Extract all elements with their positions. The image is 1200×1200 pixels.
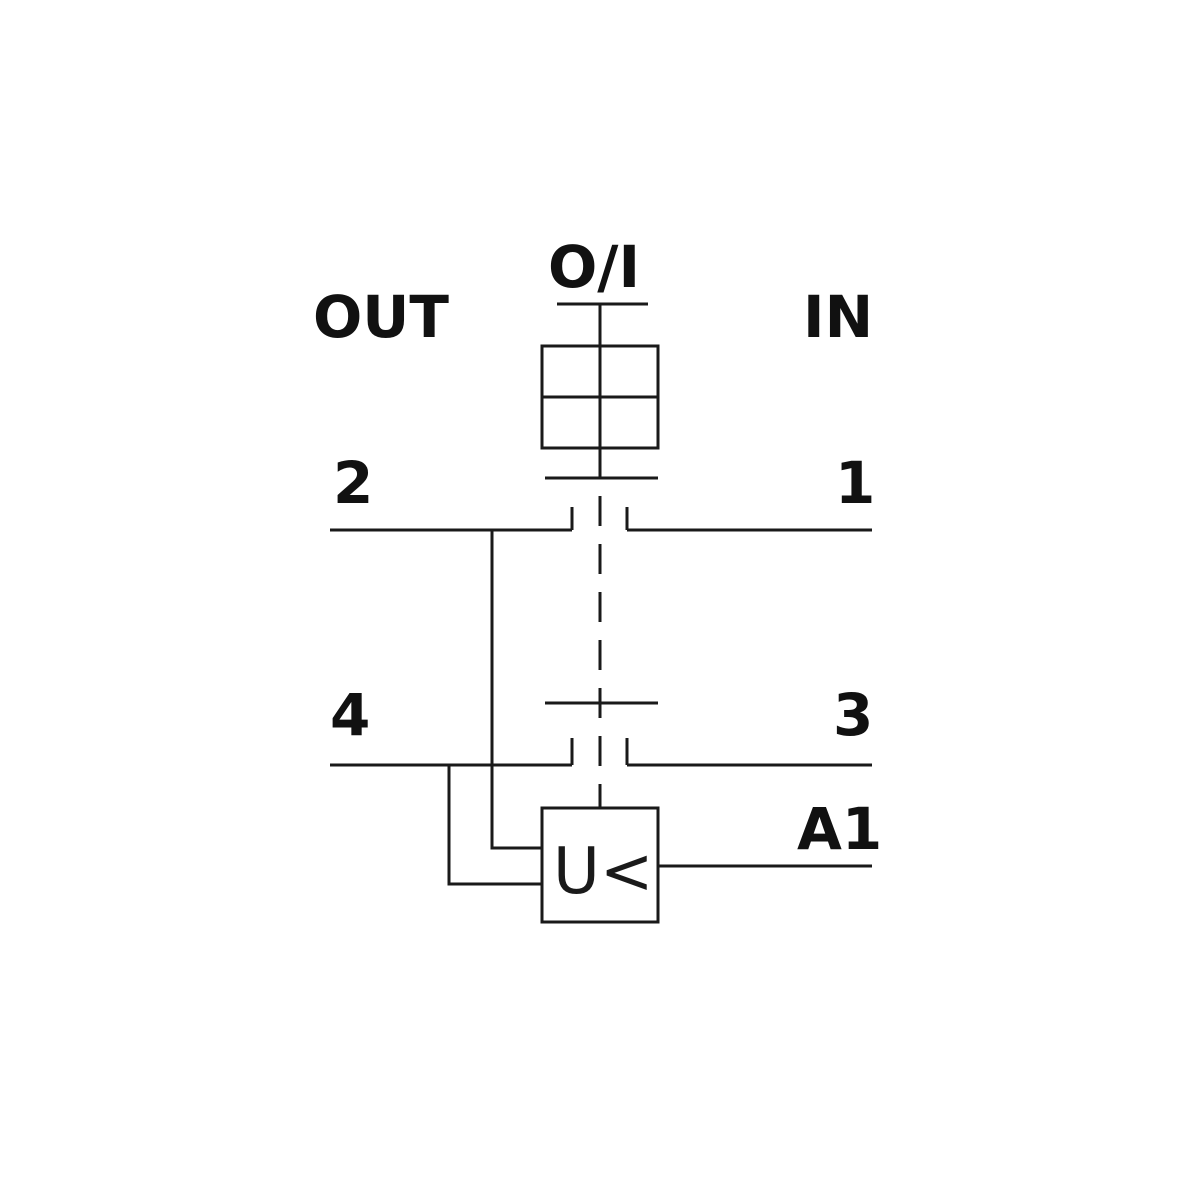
undervoltage-symbol: U< [553, 835, 653, 909]
terminal-4-label: 4 [330, 681, 370, 749]
out-label: OUT [313, 283, 449, 351]
terminal-1-label: 1 [835, 449, 875, 517]
switch-label: O/I [548, 233, 640, 301]
feed-wire-from-4 [447, 765, 542, 886]
terminal-3-label: 3 [833, 681, 873, 749]
feed-wire-from-2 [490, 530, 542, 850]
terminal-2-label: 2 [333, 449, 373, 517]
in-label: IN [803, 283, 873, 351]
terminal-a1-label: A1 [797, 795, 882, 863]
undervoltage-release-box [540, 806, 660, 924]
